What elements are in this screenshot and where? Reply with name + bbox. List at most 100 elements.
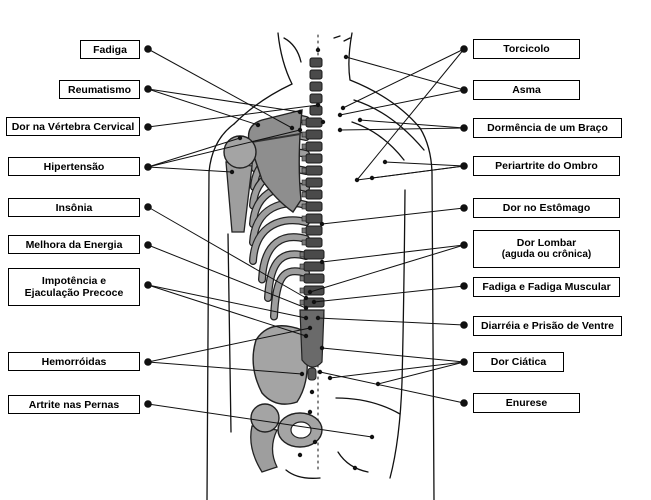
connector-dots [144,45,468,408]
label-text: Dor Ciática [490,356,547,368]
acupoint [307,325,313,331]
leader-line [321,207,465,225]
leader-line [147,284,307,319]
acupoint [303,333,309,339]
acupoint [237,135,243,141]
label-text: Melhora da Energia [25,238,123,251]
acupoint [337,127,343,133]
leader-line [329,361,465,379]
right-connector-dot [460,282,468,290]
leader-line [147,284,307,337]
label-text-line1: Impotência e [41,275,107,287]
vertebra [305,117,323,128]
right-connector-dot [460,86,468,94]
label-enurese: Enurese [473,393,580,413]
leader-line [321,244,465,263]
acupoint [299,371,305,377]
vertebra [309,93,323,104]
right-connector-dot [460,241,468,249]
leader-line [147,166,233,173]
vertebra [305,177,323,188]
acupoint [382,159,388,165]
transverse-process [301,239,307,246]
label-reumatismo: Reumatismo [59,80,140,99]
acupoint [307,409,313,415]
left-connector-dot [144,45,152,53]
vertebra [303,249,325,260]
vertebra [309,69,323,80]
leader-line [147,48,293,129]
leader-line [147,88,259,126]
acupoint [297,109,303,115]
right-connector-dot [460,399,468,407]
label-periartrite-ombro: Periartrite do Ombro [473,156,620,176]
label-text: Insônia [55,201,93,214]
femur-shaft [250,425,278,473]
leader-line [313,285,465,303]
ilium [252,325,308,405]
right-trunk-line [389,189,406,479]
left-connector-dot [144,358,152,366]
leader-line [377,361,465,385]
label-text: Asma [512,84,541,96]
acupoint [319,345,325,351]
body-outline [206,32,435,500]
right-connector-dot [460,321,468,329]
acupoint [319,221,325,227]
leader-line [147,129,301,168]
acupoint [375,381,381,387]
leader-lines [147,48,465,438]
leader-line [356,48,465,181]
label-text-line2: (aguda ou crônica) [501,249,592,260]
acupoint [340,105,346,111]
acupoint [311,299,317,305]
vertebra [305,141,323,152]
scapula-spine [251,133,301,143]
left-connector-dot [144,85,152,93]
transverse-process [301,143,307,150]
right-gluteal-line [335,397,401,415]
right-connector-dot [460,45,468,53]
label-torcicolo: Torcicolo [473,39,580,59]
label-text: Diarréia e Prisão de Ventre [480,320,615,332]
label-text: Fadiga [93,43,127,56]
label-fadiga: Fadiga [80,40,140,59]
left-shoulder-line [233,83,293,125]
transverse-process [299,287,305,294]
left-connector-dot [144,400,152,408]
label-dor-vertebra-cervical: Dor na Vértebra Cervical [6,117,140,136]
right-neck-shoulder-arm [348,32,435,500]
acupoint [297,127,303,133]
left-arm-line [206,123,235,500]
leader-line [309,244,465,293]
coccyx [307,367,317,381]
label-text: Artrite nas Pernas [28,398,120,411]
vertebra [309,105,323,116]
acupoint [312,439,318,445]
obturator-foramen [290,421,312,439]
acupoint [369,175,375,181]
acupoint [357,117,363,123]
acupoint [320,119,326,125]
acupoint [369,434,375,440]
label-text: Dor no Estômago [502,202,591,214]
label-insonia: Insônia [8,198,140,217]
rib [271,268,309,320]
label-melhora-energia: Melhora da Energia [8,235,140,254]
vertebra [303,273,325,284]
label-text-line1: Dor Lombar [516,237,577,249]
transverse-process [299,251,305,258]
right-connector-dot [460,204,468,212]
right-connector-dot [460,162,468,170]
humerus-head [223,135,257,169]
left-humerus [223,135,257,233]
acupoint [289,125,295,131]
label-asma: Asma [473,80,580,100]
transverse-process [301,203,307,210]
leader-line [147,361,303,375]
leader-line [359,119,465,129]
left-connector-dot [144,163,152,171]
transverse-process [301,167,307,174]
acupoint [327,375,333,381]
